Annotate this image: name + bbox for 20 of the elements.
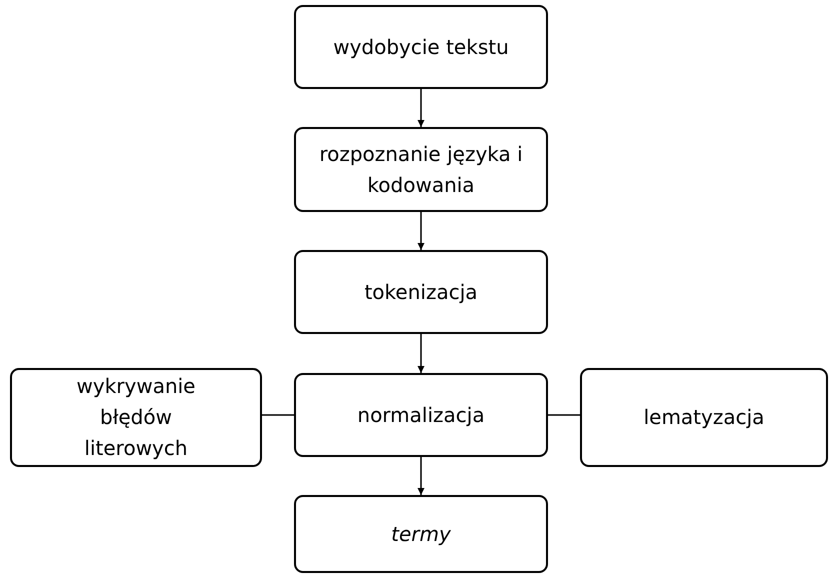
box-label: tokenizacja	[364, 278, 478, 306]
process-box	[580, 368, 828, 467]
process-box	[294, 5, 548, 89]
process-box	[294, 373, 548, 457]
connector-line	[548, 414, 580, 416]
arrow	[418, 89, 424, 127]
process-box	[294, 495, 548, 573]
arrow	[418, 457, 424, 495]
process-box	[10, 368, 262, 467]
arrow	[418, 334, 424, 373]
box-label: termy	[391, 520, 451, 548]
box-label: normalizacja	[357, 402, 485, 428]
box-label: rozpoznanie języka i kodowania	[318, 140, 524, 198]
process-box	[294, 127, 548, 212]
box-label: wykrywanie błędów literowych	[76, 373, 196, 462]
arrow	[418, 212, 424, 250]
box-label: wydobycie tekstu	[333, 34, 509, 60]
process-box	[294, 250, 548, 334]
box-label: lematyzacja	[644, 404, 764, 431]
connector-line	[262, 414, 294, 416]
